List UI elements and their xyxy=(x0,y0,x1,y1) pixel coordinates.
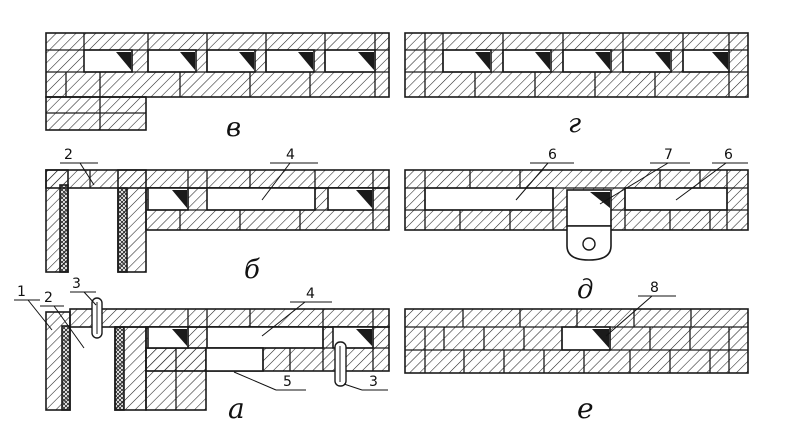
panel-v-wall xyxy=(45,32,390,131)
panel-e-wall xyxy=(404,308,749,374)
callout-4-a: 4 xyxy=(306,286,315,302)
panel-g-wall xyxy=(404,32,749,98)
panel-d-label: д xyxy=(577,275,593,305)
callout-2-a: 2 xyxy=(44,290,53,306)
callout-1-a: 1 xyxy=(17,284,26,300)
panel-e-callouts: 8 xyxy=(605,280,676,337)
callout-8-e: 8 xyxy=(650,280,659,296)
panel-b-wall xyxy=(45,169,390,273)
panel-a-label: а xyxy=(228,392,245,425)
callout-3-a-right: 3 xyxy=(369,374,378,390)
panel-d-callouts: 6 7 6 xyxy=(515,147,748,205)
panel-a-callouts: 1 2 3 4 5 3 xyxy=(14,276,388,391)
callout-2-b: 2 xyxy=(64,147,73,163)
panel-v-label: в xyxy=(226,113,241,143)
callout-3-a-left: 3 xyxy=(72,276,81,292)
panel-a-wall xyxy=(45,297,390,411)
callout-6-d-left: 6 xyxy=(548,147,557,163)
callout-4-b: 4 xyxy=(286,147,295,163)
panel-b-label: б xyxy=(244,255,260,285)
panel-b-callouts: 2 4 xyxy=(60,147,318,201)
panel-d-wall xyxy=(404,169,749,261)
callout-5-a: 5 xyxy=(283,374,292,390)
callout-7-d: 7 xyxy=(664,147,673,163)
panel-e-label: е xyxy=(577,392,594,425)
callout-6-d-right: 6 xyxy=(724,147,733,163)
panel-g-label: г xyxy=(568,109,581,139)
